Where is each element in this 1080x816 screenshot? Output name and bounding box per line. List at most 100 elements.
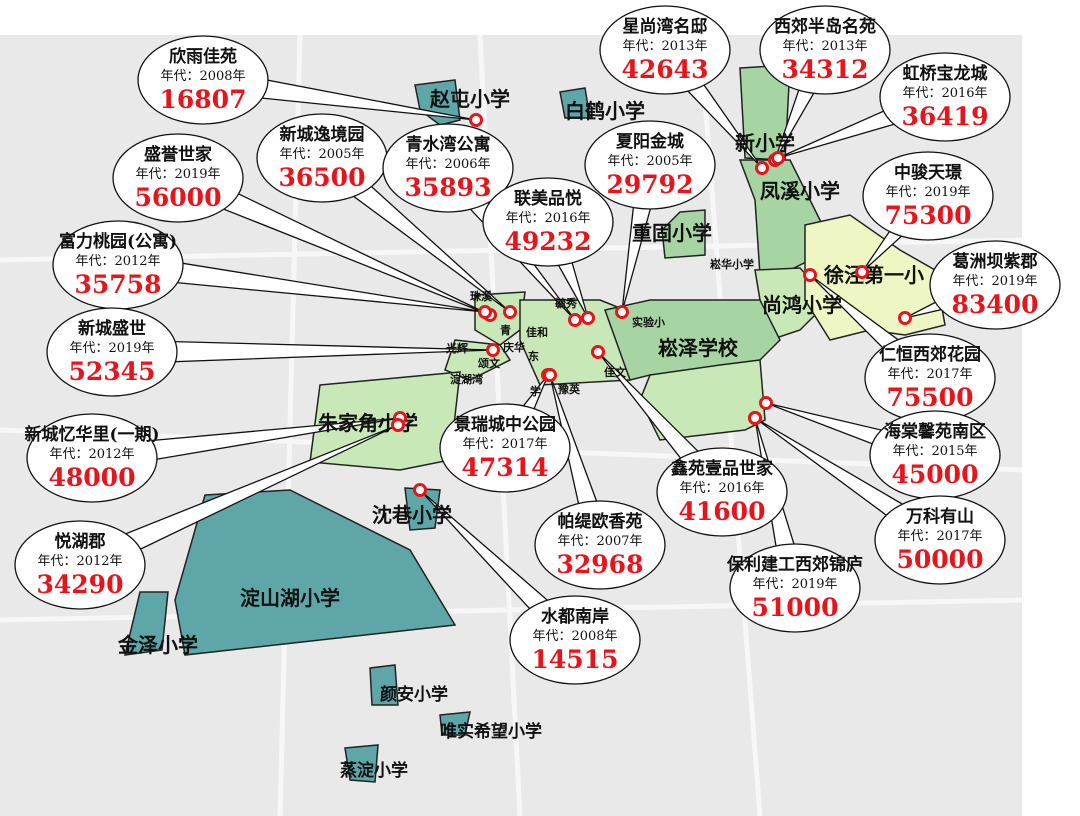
school-label: 唯实希望小学 — [440, 721, 542, 742]
property-name: 万科有山 — [905, 506, 974, 527]
property-year: 年代：2016年 — [505, 211, 590, 226]
property-points — [391, 113, 912, 497]
property-point-marker[interactable] — [486, 343, 500, 357]
school-label: 沈巷小学 — [372, 503, 452, 527]
property-year: 年代：2008年 — [532, 629, 617, 644]
property-price: 41600 — [679, 497, 766, 526]
property-name: 夏阳金城 — [616, 131, 684, 152]
property-point-marker[interactable] — [543, 368, 557, 382]
callout-bubble — [879, 52, 1011, 142]
property-point-marker[interactable] — [615, 305, 629, 319]
property-point-marker[interactable] — [591, 345, 605, 359]
property-point-marker[interactable] — [413, 483, 427, 497]
school-label: 颂文 — [478, 356, 501, 370]
school-label: 蒸淀小学 — [340, 760, 408, 781]
property-point-marker[interactable] — [503, 305, 517, 319]
callout-bubble — [729, 543, 861, 633]
property-year: 年代：2019年 — [135, 167, 220, 182]
callout-bubble — [656, 447, 788, 537]
property-price: 36500 — [279, 163, 366, 192]
school-label: 颜安小学 — [380, 684, 448, 705]
property-name: 虹桥宝龙城 — [903, 63, 988, 84]
school-district-zone — [804, 214, 946, 341]
property-price: 49232 — [505, 227, 592, 256]
property-year: 年代：2005年 — [607, 154, 692, 169]
property-price: 35758 — [75, 270, 162, 299]
school-label: 白鹤小学 — [565, 99, 645, 123]
property-year: 年代：2006年 — [405, 157, 490, 172]
property-name: 西郊半岛名苑 — [774, 16, 876, 37]
property-year: 年代：2019年 — [69, 341, 154, 356]
property-name: 新城盛世 — [78, 318, 146, 339]
property-price: 35893 — [405, 173, 492, 202]
property-price: 83400 — [952, 290, 1039, 319]
callout-bubble — [862, 151, 994, 241]
property-point-marker[interactable] — [581, 311, 595, 325]
property-name: 悦湖郡 — [55, 531, 106, 552]
school-label: 新小学 — [735, 131, 795, 155]
property-year: 年代：2012年 — [75, 254, 160, 269]
property-name: 新城逸境园 — [280, 124, 365, 145]
school-label: 尚鸿小学 — [762, 293, 842, 317]
school-label: 淀湖湾 — [450, 372, 483, 386]
property-price: 45000 — [892, 460, 979, 489]
property-name: 保利建工西郊锦庐 — [726, 554, 863, 575]
property-year: 年代：2008年 — [160, 69, 245, 84]
property-point-marker[interactable] — [898, 311, 912, 325]
school-label: 凤溪小学 — [760, 179, 840, 203]
callout-bubble — [26, 413, 158, 503]
property-point-marker[interactable] — [748, 411, 762, 425]
school-district-zone — [439, 711, 471, 736]
property-year: 年代：2013年 — [782, 39, 867, 54]
property-point-marker[interactable] — [568, 313, 582, 327]
school-label: 青 — [500, 323, 511, 337]
school-district-zone — [174, 489, 457, 656]
property-point-marker[interactable] — [803, 268, 817, 282]
property-year: 年代：2016年 — [679, 481, 764, 496]
property-point-marker[interactable] — [771, 151, 785, 165]
property-name: 鑫苑壹品世家 — [670, 458, 773, 479]
property-point-marker[interactable] — [478, 305, 492, 319]
property-price: 51000 — [752, 593, 839, 622]
property-point-marker[interactable] — [391, 418, 405, 432]
school-label: 赵屯小学 — [429, 87, 510, 111]
callout-bubble — [112, 133, 244, 223]
property-name: 星尚湾名邸 — [623, 16, 708, 37]
property-point-marker[interactable] — [855, 265, 869, 279]
callout-bubble — [509, 595, 641, 685]
school-district-zone — [404, 487, 441, 531]
property-point-marker[interactable] — [469, 113, 483, 127]
property-point-marker[interactable] — [759, 396, 773, 410]
school-label: 崧华小学 — [710, 257, 754, 271]
property-name: 联美品悦 — [514, 188, 582, 209]
school-district-zone — [344, 744, 379, 783]
callout-bubble — [482, 177, 614, 267]
property-point-marker[interactable] — [755, 161, 769, 175]
property-price: 34290 — [37, 570, 124, 599]
property-price: 29792 — [607, 170, 694, 199]
property-price: 48000 — [49, 463, 136, 492]
